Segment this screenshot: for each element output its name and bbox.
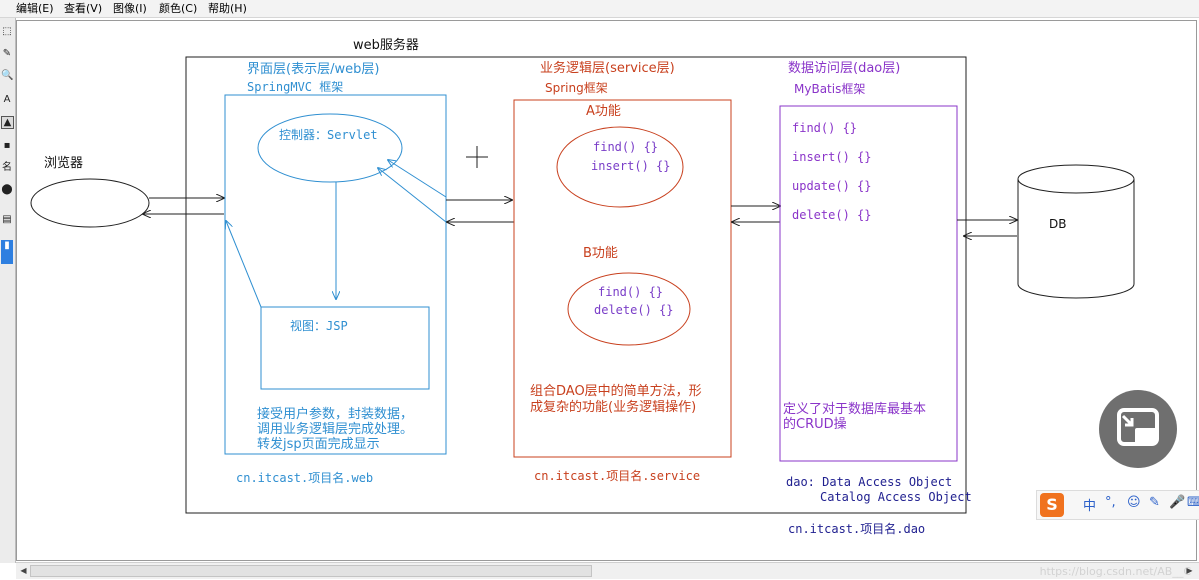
menu-view[interactable]: 查看(V) — [64, 2, 103, 15]
controller-label: 控制器：Servlet — [279, 128, 378, 142]
ime-emoji-icon[interactable]: ☺ — [1127, 495, 1141, 510]
ime-mode-toggle[interactable]: 中 — [1083, 499, 1097, 514]
func-b-ellipse — [567, 272, 691, 346]
service-layer-box — [513, 99, 732, 458]
browser-label: 浏览器 — [44, 155, 83, 171]
dao-layer-title: 数据访问层(dao层) — [788, 61, 900, 76]
dao-layer-box — [779, 105, 958, 462]
dao-package-label: cn.itcast.项目名.dao — [788, 521, 925, 536]
func-b-delete: delete() {} — [594, 303, 673, 317]
dao-find: find() {} — [792, 121, 857, 135]
db-label: DB — [1049, 217, 1066, 231]
func-b-find: find() {} — [598, 285, 663, 299]
func-a-insert: insert() {} — [591, 159, 670, 173]
zoom-tool-icon[interactable]: 🔍 — [1, 70, 14, 81]
pip-icon — [1117, 408, 1159, 446]
rect-tool-icon[interactable]: ▤ — [2, 214, 12, 225]
dao-delete: delete() {} — [792, 208, 871, 222]
controller-ellipse — [257, 113, 403, 183]
dao-update: update() {} — [792, 179, 871, 193]
ime-mic-icon[interactable]: 🎤 — [1169, 495, 1186, 510]
horizontal-scrollbar[interactable]: ◀ ▶ — [16, 562, 1199, 579]
scroll-thumb[interactable] — [30, 565, 592, 577]
menu-bar: 编辑(E) 查看(V) 图像(I) 颜色(C) 帮助(H) — [0, 0, 1199, 18]
web-layer-box — [224, 94, 447, 455]
dao-desc-line2: 的CRUD操 — [783, 416, 847, 432]
shape-tool-icon[interactable]: ▪ — [3, 140, 11, 151]
web-layer-title: 界面层(表示层/web层) — [247, 62, 379, 77]
dao-insert: insert() {} — [792, 150, 871, 164]
web-framework-label: SpringMVC 框架 — [247, 80, 343, 94]
picture-in-picture-button[interactable] — [1099, 390, 1177, 468]
drawing-canvas[interactable]: web服务器 浏览器 界面层(表示层/web层) SpringMVC 框架 控制… — [16, 18, 1199, 562]
menu-help[interactable]: 帮助(H) — [208, 2, 247, 15]
text-tool-icon[interactable]: A — [3, 94, 11, 105]
browser-ellipse — [30, 178, 150, 228]
service-framework-label: Spring框架 — [545, 81, 608, 95]
active-color-icon[interactable]: ▮ — [1, 240, 13, 264]
scroll-right-icon[interactable]: ▶ — [1186, 566, 1193, 575]
service-desc-line1: 组合DAO层中的简单方法，形 — [530, 383, 702, 399]
scroll-left-icon[interactable]: ◀ — [20, 566, 27, 575]
service-package-label: cn.itcast.项目名.service — [534, 468, 700, 483]
server-label: web服务器 — [353, 37, 419, 53]
dao-desc-line1: 定义了对于数据库最基本 — [783, 401, 926, 417]
view-box — [260, 306, 430, 390]
func-a-label: A功能 — [586, 104, 621, 119]
ime-keyboard-icon[interactable]: ⌨ — [1187, 495, 1199, 510]
sogou-logo-icon[interactable]: S — [1040, 493, 1064, 517]
menu-edit[interactable]: 编辑(E) — [16, 2, 54, 15]
func-a-find: find() {} — [593, 140, 658, 154]
pencil-tool-icon[interactable]: ✎ — [2, 48, 12, 59]
fill-tool-icon[interactable]: ▲ — [1, 116, 14, 129]
ime-pen-icon[interactable]: ✎ — [1149, 495, 1160, 510]
watermark: https://blog.csdn.net/AB__C — [1039, 565, 1191, 578]
db-cylinder — [1017, 164, 1135, 299]
ime-toolbar: S 中 °, ☺ ✎ 🎤 ⌨ — [1036, 490, 1199, 520]
service-layer-title: 业务逻辑层(service层) — [540, 60, 675, 76]
menu-color[interactable]: 颜色(C) — [159, 2, 198, 15]
label-tool-icon[interactable]: 名 — [2, 162, 12, 173]
tool-strip: ⬚ ✎ 🔍 A ▲ ▪ 名 ⬤ ▤ ▮ — [0, 18, 16, 563]
view-to-browser-arrow — [226, 221, 262, 308]
service-desc-line2: 成复杂的功能(业务逻辑操作) — [530, 399, 696, 415]
web-desc-line3: 转发jsp页面完成显示 — [257, 436, 380, 452]
view-label: 视图：JSP — [290, 318, 348, 333]
func-b-label: B功能 — [583, 246, 618, 261]
dao-acronym-line2: Catalog Access Object — [820, 490, 972, 504]
crosshair-cursor-icon — [466, 146, 488, 168]
service-to-controller-arrow-2 — [378, 168, 447, 223]
web-package-label: cn.itcast.项目名.web — [236, 470, 373, 485]
service-to-controller-arrow — [388, 160, 447, 198]
func-a-ellipse — [556, 126, 684, 208]
web-desc-line2: 调用业务逻辑层完成处理。 — [257, 421, 413, 437]
dao-acronym-line1: dao: Data Access Object — [786, 475, 952, 489]
canvas-border — [16, 20, 1197, 561]
menu-image[interactable]: 图像(I) — [113, 2, 147, 15]
web-server-box — [185, 56, 967, 514]
dao-framework-label: MyBatis框架 — [794, 82, 865, 96]
web-desc-line1: 接受用户参数，封装数据， — [257, 406, 413, 422]
select-tool-icon[interactable]: ⬚ — [2, 26, 12, 37]
ime-punct-icon[interactable]: °, — [1105, 495, 1116, 510]
ellipse-tool-icon[interactable]: ⬤ — [1, 184, 13, 195]
